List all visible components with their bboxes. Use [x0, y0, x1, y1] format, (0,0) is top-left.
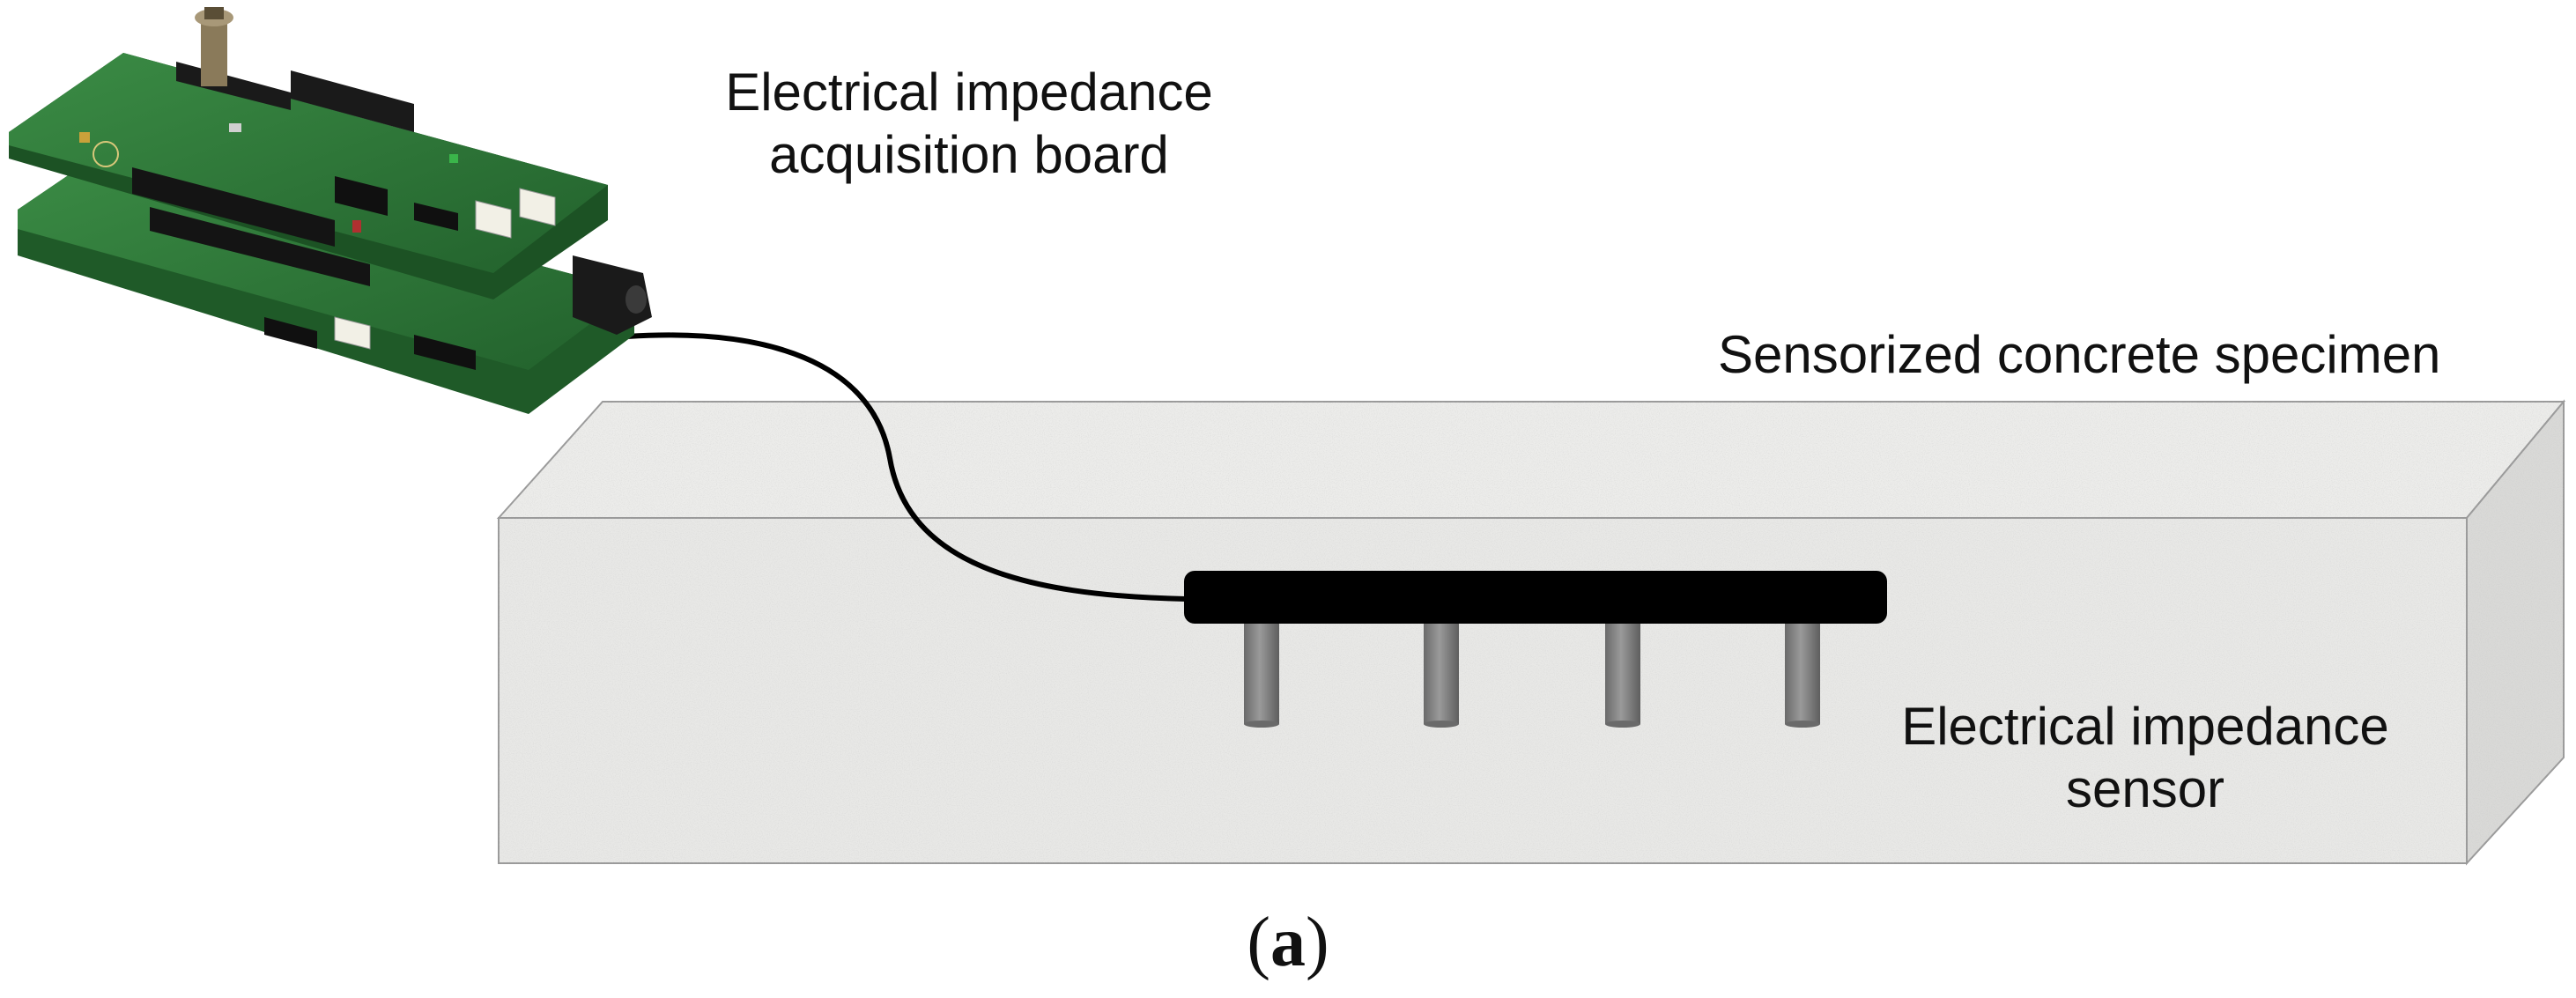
pcb-board-icon [9, 7, 652, 414]
electrode-2 [1424, 617, 1459, 724]
electrode-sensor-icon [1184, 571, 1887, 728]
sensor-label-line1: Electrical impedance [1901, 697, 2389, 756]
specimen-label: Sensorized concrete specimen [1718, 325, 2441, 384]
electrode-1 [1244, 617, 1279, 724]
electrode-3 [1605, 617, 1640, 724]
cable [625, 332, 1188, 602]
board-label-line2: acquisition board [769, 124, 1169, 184]
electrode-4 [1785, 617, 1820, 724]
sensor-bar [1184, 571, 1887, 624]
board-label: Electrical impedance acquisition board [661, 62, 1277, 187]
sensor-label-line2: sensor [2065, 758, 2225, 818]
caption-letter: a [1270, 904, 1306, 981]
caption-open-paren: ( [1247, 904, 1270, 981]
board-label-line1: Electrical impedance [725, 63, 1213, 122]
figure-caption: (a) [1244, 903, 1332, 983]
sensor-label: Electrical impedance sensor [1841, 696, 2449, 821]
caption-close-paren: ) [1306, 904, 1329, 981]
